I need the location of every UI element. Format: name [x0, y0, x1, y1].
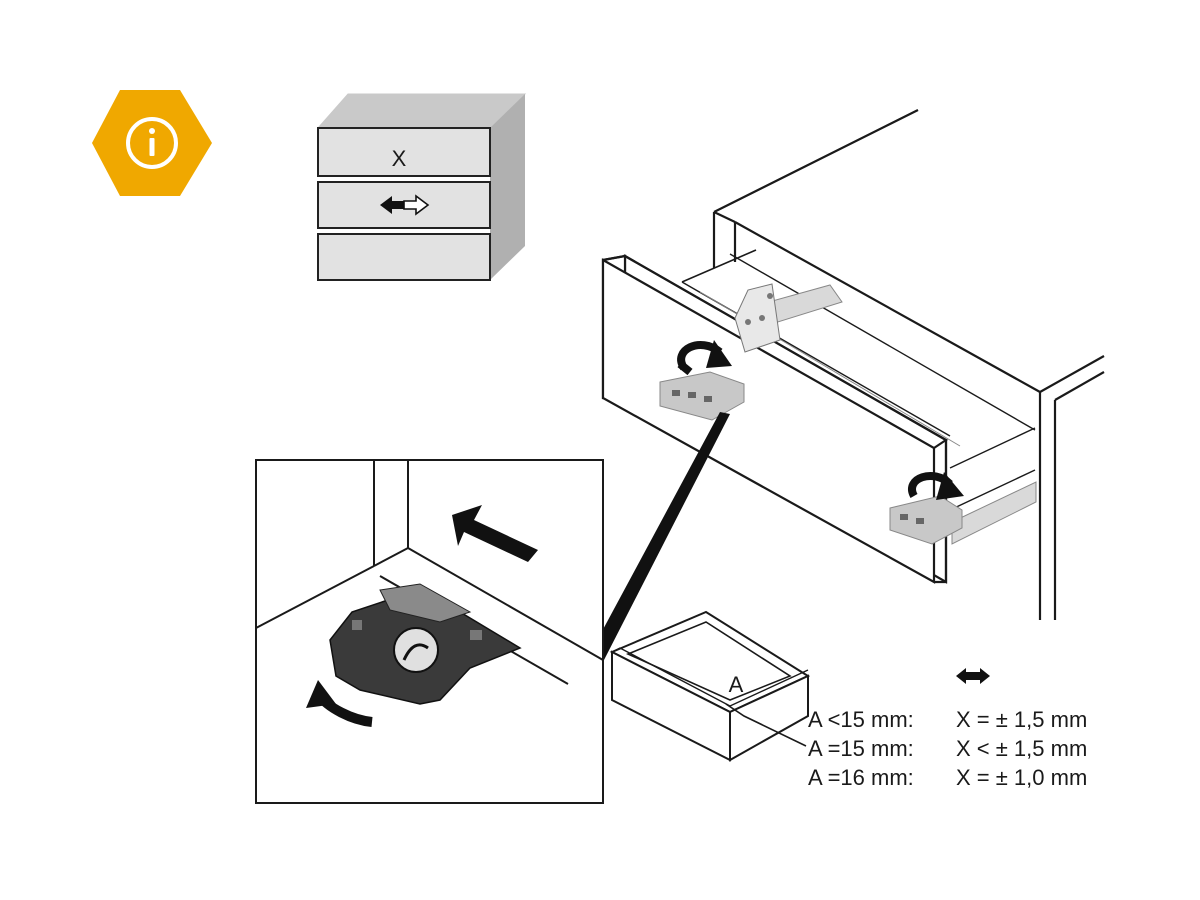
spec-condition: A =15 mm:: [808, 736, 914, 761]
locking-device-left: [659, 340, 745, 421]
spec-table: A <15 mm: X = ± 1,5 mm A =15 mm: X < ± 1…: [808, 707, 1087, 790]
rotate-arrow-icon: [908, 472, 964, 500]
cabinet-drawing: [712, 109, 1105, 620]
detail-inset: [255, 459, 604, 804]
spec-condition: A <15 mm:: [808, 707, 914, 732]
locking-device-right: [889, 472, 964, 545]
spec-result: X < ± 1,5 mm: [956, 736, 1087, 761]
spec-result: X = ± 1,0 mm: [956, 765, 1087, 790]
info-icon: [126, 117, 178, 169]
spec-row: A =15 mm: X < ± 1,5 mm: [808, 736, 1087, 761]
drawer-top-label: X: [392, 146, 407, 171]
dimension-leader-line: [725, 703, 807, 747]
double-arrow-icon: [380, 194, 430, 216]
spec-row: A <15 mm: X = ± 1,5 mm: [808, 707, 1087, 732]
cabinet-icon: X: [316, 93, 527, 281]
drawer: [601, 249, 961, 584]
push-arrow-icon: [452, 505, 538, 562]
drawer-top: [317, 127, 491, 177]
spec-header-icon: [956, 668, 990, 684]
rotate-arrow-icon: [677, 340, 732, 376]
spec-condition: A =16 mm:: [808, 765, 914, 790]
callout-pointer: [600, 412, 730, 660]
spec-result: X = ± 1,5 mm: [956, 707, 1087, 732]
drawer-box-drawing: [609, 610, 811, 762]
runner-right: [951, 481, 1037, 545]
rotate-arrow-icon: [306, 680, 373, 727]
drawer-dimension-label: A: [729, 672, 744, 697]
drawer-bottom: [317, 233, 491, 281]
runner-left: [734, 283, 843, 353]
locking-device-detail: [329, 583, 522, 705]
spec-row: A =16 mm: X = ± 1,0 mm: [808, 765, 1087, 790]
info-badge: [92, 90, 212, 196]
